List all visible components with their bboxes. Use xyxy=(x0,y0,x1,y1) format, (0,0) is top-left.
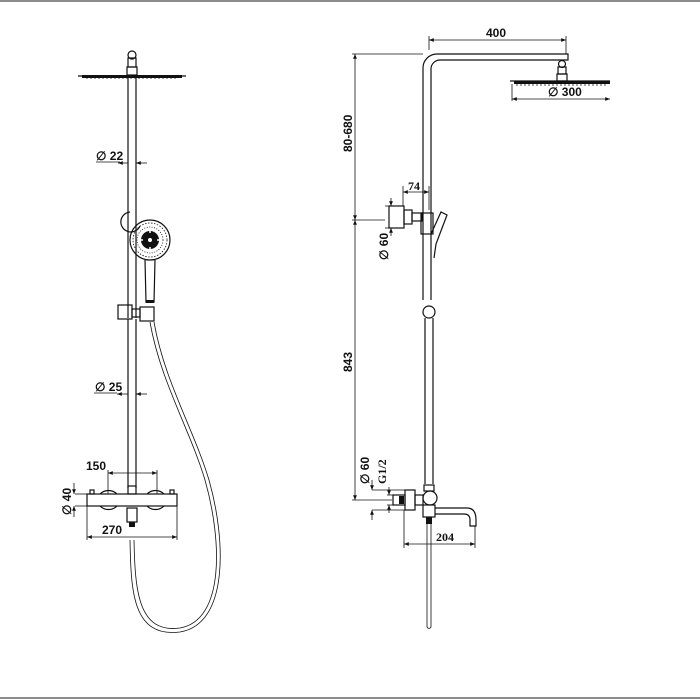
label-valve-diameter: ∅ 40 xyxy=(60,488,74,515)
hand-shower-head xyxy=(129,219,171,261)
slide-bracket-left xyxy=(117,304,133,320)
label-bracket-diameter: ∅ 60 xyxy=(377,233,391,260)
side-mixer-body xyxy=(392,484,438,524)
side-rain-head xyxy=(510,80,610,86)
dimension-head-diameter: ∅ 300 xyxy=(511,84,610,101)
label-rail-lower-diameter: ∅ 25 xyxy=(95,380,122,394)
bath-spout xyxy=(435,507,477,527)
dimension-arm-reach: 400 xyxy=(428,26,567,54)
dimension-valve-width: 270 xyxy=(86,506,178,540)
label-valve-width: 270 xyxy=(102,523,122,537)
label-rail-upper-diameter: ∅ 22 xyxy=(96,149,123,163)
thermostatic-valve xyxy=(86,485,178,527)
dimension-spout-reach: 204 xyxy=(403,510,476,548)
label-inlet-diameter: ∅ 60 xyxy=(358,457,372,484)
rain-head xyxy=(78,75,186,79)
wall-bracket xyxy=(388,205,434,235)
holder-ring xyxy=(120,211,141,233)
dimension-valve-diameter: ∅ 40 xyxy=(60,483,87,517)
dimension-valve-centers: 150 xyxy=(86,459,158,494)
label-height-adjust: 80-680 xyxy=(341,114,355,152)
label-spout-reach: 204 xyxy=(436,530,454,544)
dimension-inlet-diameter: ∅ 60 xyxy=(358,457,405,520)
frame-top-border xyxy=(0,0,700,2)
hand-shower-handle xyxy=(144,259,156,303)
rain-head-connector-icon xyxy=(126,50,138,76)
hose xyxy=(129,321,221,633)
slide-bracket-right xyxy=(139,306,155,322)
label-bracket-offset: 74 xyxy=(408,179,420,193)
dimension-height-adjust: 80-680 xyxy=(341,53,423,220)
dimension-rail-lower: ∅ 25 xyxy=(94,380,147,396)
label-arm-reach: 400 xyxy=(486,26,506,40)
side-head-connector-icon xyxy=(556,59,568,82)
label-rail-height: 843 xyxy=(341,352,355,372)
slide-bracket-mid xyxy=(131,308,141,318)
label-inlet-thread: G1/2 xyxy=(375,459,389,484)
side-hand-shower xyxy=(430,211,448,259)
dimension-rail-height: 843 xyxy=(341,220,357,500)
dimension-inlet-thread: G1/2 xyxy=(375,459,393,513)
dimension-bracket-offset: 74 xyxy=(402,179,430,210)
front-view: ∅ 22 xyxy=(60,50,221,633)
side-view: 400 ∅ 300 80-680 74 xyxy=(341,26,610,629)
label-valve-centers: 150 xyxy=(86,459,106,473)
overhead-arm xyxy=(422,53,569,300)
side-hose xyxy=(426,524,432,629)
dimension-rail-upper: ∅ 22 xyxy=(96,149,147,165)
dimension-bracket-diameter: ∅ 60 xyxy=(377,198,393,260)
label-head-diameter: ∅ 300 xyxy=(548,85,582,99)
slider-knob xyxy=(422,305,436,319)
frame-bottom-border xyxy=(0,697,700,699)
